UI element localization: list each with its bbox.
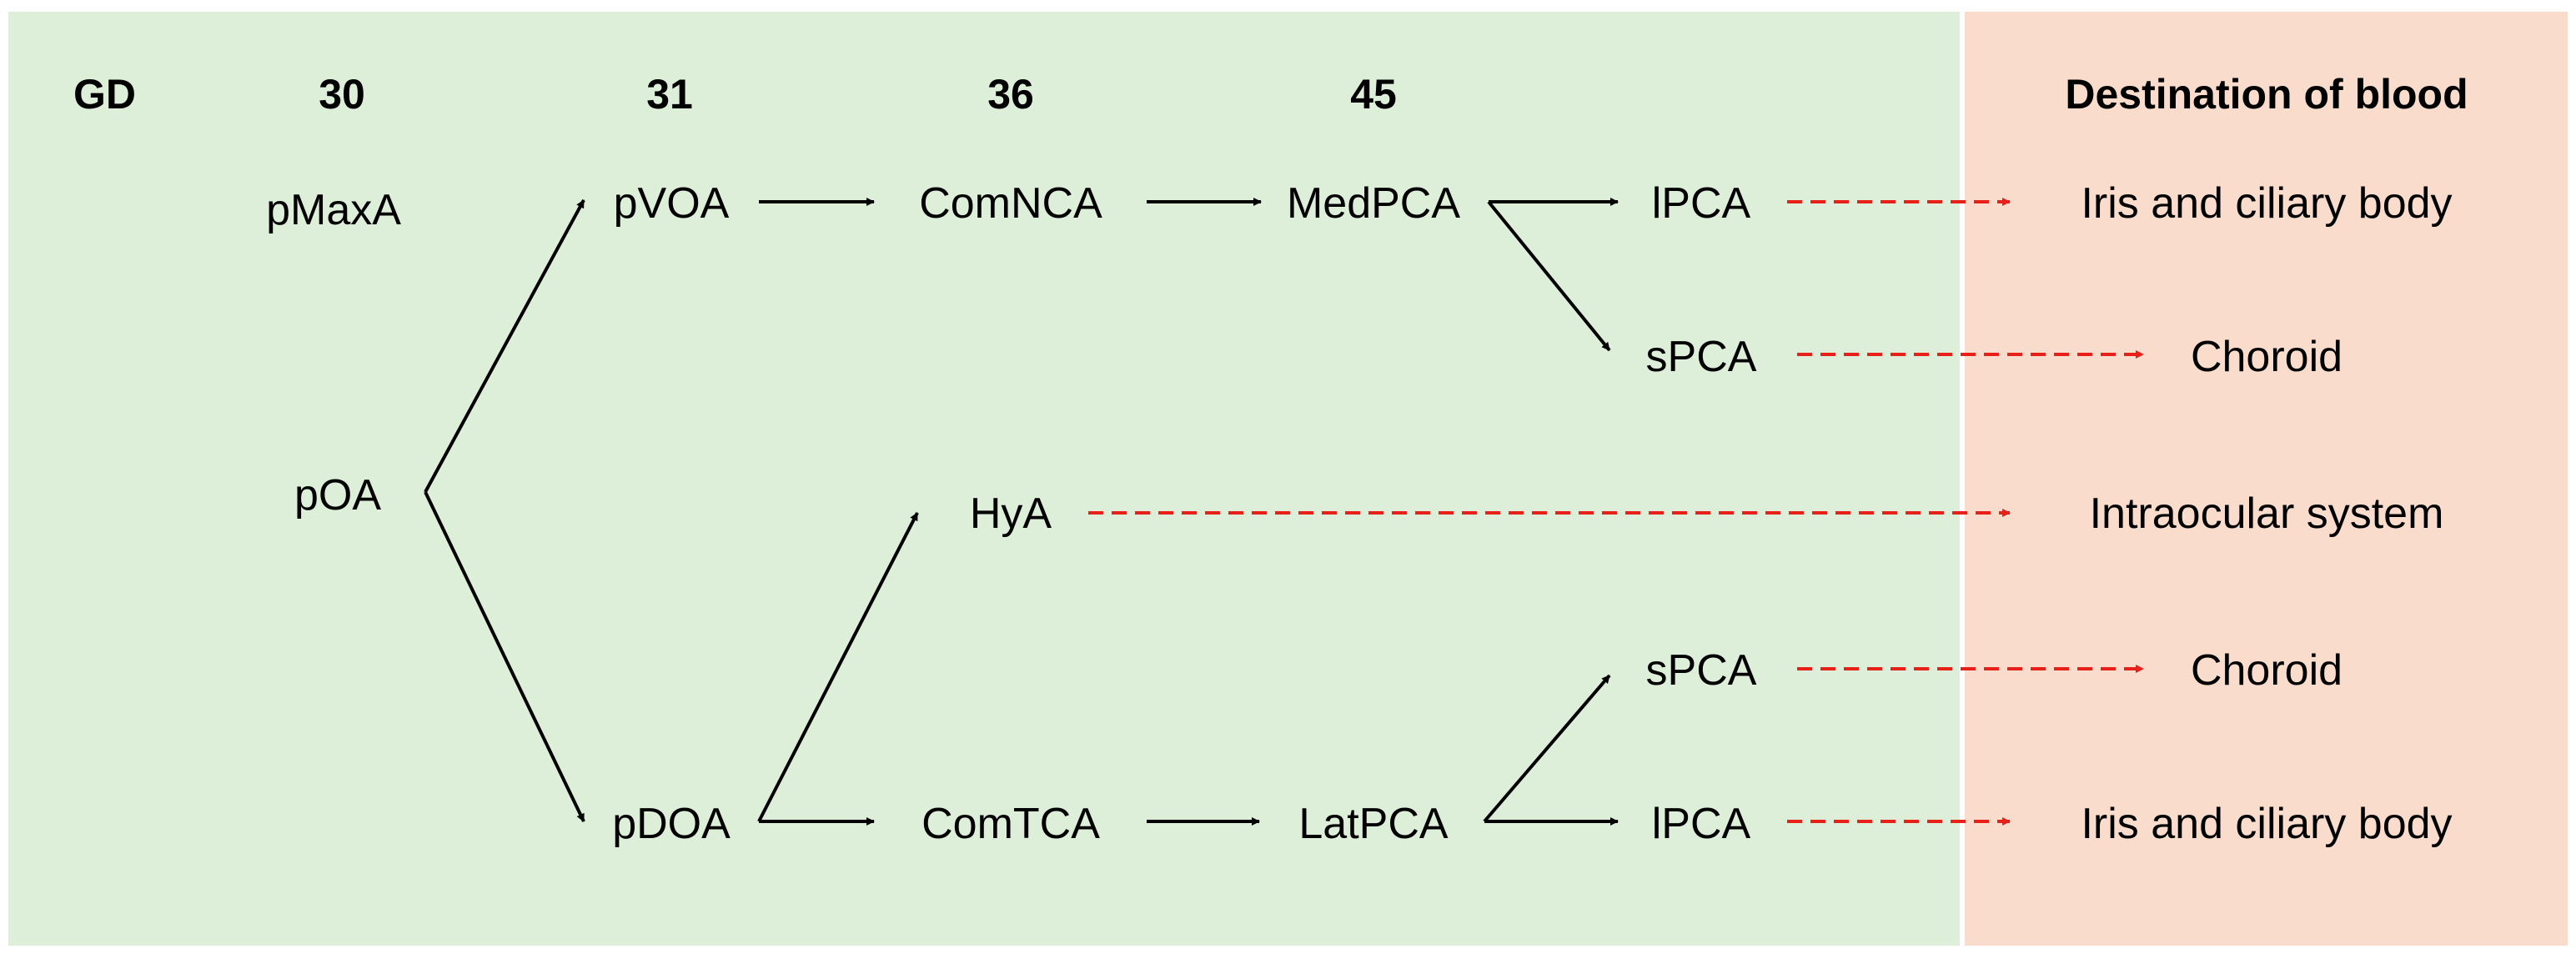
day-45-header: 45 — [1350, 71, 1397, 118]
arrow-pdoa-to-hya — [757, 512, 919, 822]
destination-header: Destination of blood — [2065, 71, 2468, 118]
panel-divider — [1960, 12, 1965, 946]
arrow-poa-to-pvoa — [424, 199, 585, 493]
node-spca-bottom: sPCA — [1645, 646, 1757, 695]
destination-choroid-top: Choroid — [2190, 333, 2343, 381]
node-pdoa: pDOA — [612, 800, 731, 848]
node-hya: HyA — [969, 490, 1052, 538]
destination-choroid-bottom: Choroid — [2190, 646, 2343, 695]
node-pmaxa: pMaxA — [266, 186, 401, 234]
day-30-header: 30 — [319, 71, 365, 118]
destination-panel — [1965, 12, 2568, 946]
node-spca-top: sPCA — [1645, 333, 1757, 381]
arrow-latpca-to-spca — [1483, 674, 1611, 823]
development-panel — [8, 12, 1960, 946]
arrow-medpca-to-spca — [1487, 200, 1611, 352]
node-comnca: ComNCA — [919, 179, 1102, 228]
destination-iris-bottom: Iris and ciliary body — [2081, 800, 2453, 848]
node-lpca-top: lPCA — [1651, 179, 1751, 228]
node-pvoa: pVOA — [613, 179, 730, 228]
node-comtca: ComTCA — [921, 800, 1100, 848]
arrow-poa-to-pdoa — [424, 491, 585, 822]
destination-intraocular: Intraocular system — [2089, 490, 2444, 538]
node-poa: pOA — [294, 471, 382, 520]
node-latpca: LatPCA — [1298, 800, 1449, 848]
day-31-header: 31 — [646, 71, 693, 118]
day-36-header: 36 — [987, 71, 1034, 118]
gd-header: GD — [73, 71, 136, 118]
node-medpca: MedPCA — [1286, 179, 1461, 228]
node-lpca-bottom: lPCA — [1651, 800, 1751, 848]
destination-iris-top: Iris and ciliary body — [2081, 179, 2453, 228]
